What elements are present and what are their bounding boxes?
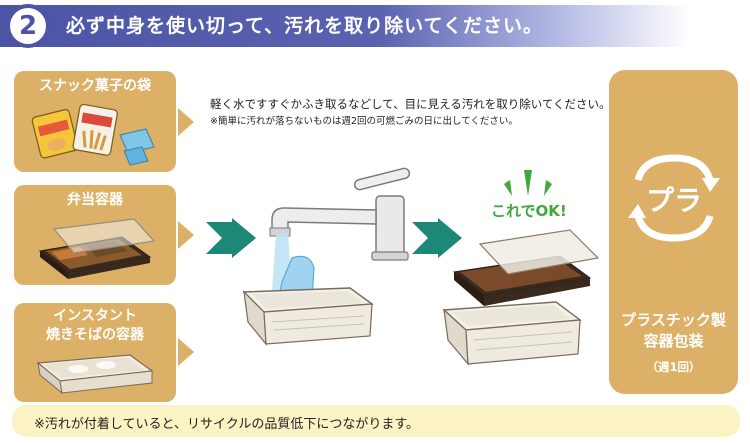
collection-frequency: （週1回） <box>646 360 701 374</box>
category-instant-yakisoba: インスタント 焼きそばの容器 <box>14 303 176 402</box>
category-snack-bags: スナック菓子の袋 <box>14 71 176 172</box>
pointer-triangle-icon <box>178 108 194 136</box>
ok-label: これでOK! <box>491 202 567 220</box>
category-label: スナック菓子の袋 <box>39 78 151 94</box>
category-label: インスタント <box>53 308 137 324</box>
footer-text: ※汚れが付着していると、リサイクルの品質低下につながります。 <box>34 417 420 432</box>
sparkle-icon <box>504 170 552 196</box>
header-banner: 2 必ず中身を使い切って、汚れを取り除いてください。 <box>0 0 750 56</box>
pointer-triangle-icon <box>178 338 194 366</box>
snack-bags-illustration-icon <box>31 103 155 166</box>
recycle-title-line: プラスチック製 <box>621 311 726 329</box>
recycle-title-line: 容器包装 <box>643 332 704 350</box>
instruction-text: 軽く水ですすぐかふき取るなどして、目に見える汚れを取り除いてください。 <box>210 97 611 111</box>
category-bento-container: 弁当容器 <box>14 185 176 285</box>
clean-containers-icon <box>442 229 600 366</box>
pointer-triangle-icon <box>178 221 194 249</box>
pla-mark-text: プラ <box>646 184 702 217</box>
plastic-recycling-panel: プラ プラスチック製 容器包装 （週1回） <box>609 70 738 394</box>
step-number-badge: 2 <box>6 4 50 48</box>
clean-tray-icon <box>242 287 374 346</box>
recycle-title: プラスチック製 容器包装 <box>609 310 738 352</box>
pla-recycle-mark-icon: プラ <box>628 154 720 242</box>
footer-note: ※汚れが付着していると、リサイクルの品質低下につながります。 <box>12 405 740 437</box>
yakisoba-container-illustration-icon <box>36 354 154 395</box>
page-title: 必ず中身を使い切って、汚れを取り除いてください。 <box>66 15 543 37</box>
bento-container-illustration-icon <box>38 218 156 279</box>
arrow-right-icon <box>206 218 256 258</box>
header-bar <box>0 5 690 47</box>
category-label: 焼きそばの容器 <box>46 327 144 343</box>
arrow-right-icon <box>412 218 462 258</box>
instruction-note: ※簡単に汚れが落ちないものは週2回の可燃ごみの日に出してください。 <box>210 116 518 127</box>
faucet-icon <box>269 167 411 261</box>
category-label: 弁当容器 <box>67 192 123 208</box>
